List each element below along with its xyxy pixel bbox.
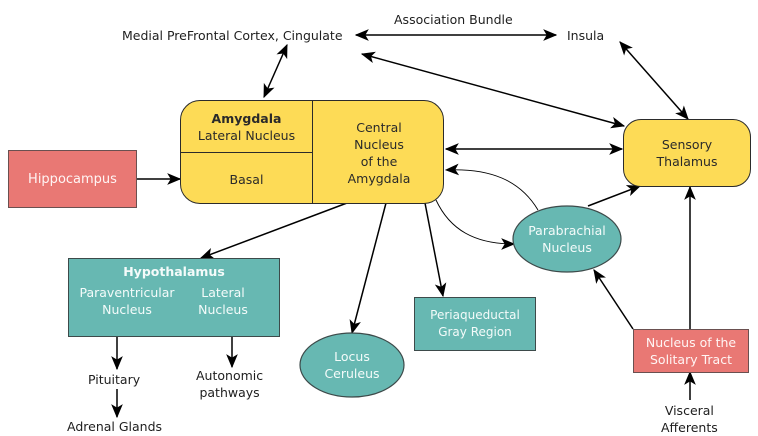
amygdala-node[interactable]: Amygdala Lateral Nucleus Basal Central N… bbox=[180, 100, 444, 204]
lat-line2: Nucleus bbox=[198, 302, 248, 317]
paraventricular-nucleus[interactable]: Paraventricular Nucleus bbox=[71, 282, 183, 320]
pag-line2: Gray Region bbox=[438, 325, 512, 339]
nts-node[interactable]: Nucleus of the Solitary Tract bbox=[633, 329, 749, 373]
hypothalamus-title-cell: Hypothalamus bbox=[69, 262, 279, 280]
visceral-afferents-label[interactable]: Visceral Afferents bbox=[661, 402, 718, 436]
autonomic-line1: Autonomic bbox=[196, 368, 264, 383]
edge-insula-thalamus bbox=[619, 41, 689, 120]
parabrachial-line2: Nucleus bbox=[542, 240, 592, 255]
edge-central-pag bbox=[424, 202, 447, 298]
pag-line1: Periaqueductal bbox=[430, 308, 520, 322]
mpfc-label[interactable]: Medial PreFrontal Cortex, Cingulate bbox=[122, 28, 343, 43]
edge-nts-parabrachial bbox=[593, 269, 634, 330]
edge-mpfc-thalamus bbox=[360, 51, 626, 129]
association-bundle-label: Association Bundle bbox=[394, 12, 513, 27]
amygdala-title: Amygdala bbox=[211, 110, 282, 126]
nts-line2: Solitary Tract bbox=[650, 352, 732, 367]
lateral-hypothalamic-nucleus[interactable]: Lateral Nucleus bbox=[187, 282, 259, 320]
parabrachial-node[interactable]: Parabrachial Nucleus bbox=[513, 206, 621, 272]
edge-central-locus bbox=[349, 202, 387, 335]
central-nucleus-line2: Nucleus bbox=[354, 137, 404, 152]
locus-line2: Ceruleus bbox=[324, 366, 380, 381]
central-nucleus-line1: Central bbox=[356, 120, 402, 135]
hippocampus-label: Hippocampus bbox=[28, 171, 117, 187]
pag-node[interactable]: Periaqueductal Gray Region bbox=[414, 297, 536, 351]
edge-mpfc-amygdala bbox=[263, 43, 288, 99]
hypothalamus-title: Hypothalamus bbox=[123, 263, 225, 279]
amygdala-basal-cell[interactable]: Basal bbox=[181, 153, 313, 203]
sensory-thalamus-line2: Thalamus bbox=[656, 154, 718, 169]
edge-parabrachial-central bbox=[444, 163, 539, 211]
pvn-line2: Nucleus bbox=[102, 302, 152, 317]
pvn-line1: Paraventricular bbox=[79, 285, 175, 300]
amygdala-lateral-label: Lateral Nucleus bbox=[197, 127, 296, 143]
locus-line1: Locus bbox=[334, 349, 370, 364]
edge-amygdala-hypothalamus bbox=[199, 202, 348, 259]
edge-central-parabrachial bbox=[435, 199, 516, 250]
central-nucleus-line3: of the bbox=[360, 154, 398, 169]
edge-parabrachial-thalamus bbox=[587, 185, 642, 207]
lat-line1: Lateral bbox=[201, 285, 245, 300]
hypothalamus-node[interactable]: Hypothalamus Paraventricular Nucleus Lat… bbox=[68, 258, 280, 337]
locus-ceruleus-shape[interactable] bbox=[299, 332, 405, 398]
nts-line1: Nucleus of the bbox=[645, 335, 737, 350]
autonomic-pathways-label[interactable]: Autonomic pathways bbox=[196, 367, 263, 401]
pituitary-label[interactable]: Pituitary bbox=[88, 372, 141, 387]
visceral-line2: Afferents bbox=[661, 420, 718, 435]
locus-ceruleus-node[interactable]: Locus Ceruleus bbox=[300, 333, 404, 397]
parabrachial-line1: Parabrachial bbox=[528, 223, 606, 238]
hippocampus-node[interactable]: Hippocampus bbox=[8, 150, 137, 208]
adrenal-glands-label[interactable]: Adrenal Glands bbox=[67, 419, 163, 434]
central-nucleus-line4: Amygdala bbox=[347, 171, 411, 186]
autonomic-line2: pathways bbox=[199, 385, 260, 400]
insula-label[interactable]: Insula bbox=[567, 28, 605, 43]
amygdala-basal-label: Basal bbox=[229, 171, 264, 187]
visceral-line1: Visceral bbox=[664, 403, 714, 418]
sensory-thalamus-node[interactable]: Sensory Thalamus bbox=[623, 119, 751, 187]
amygdala-lateral-cell[interactable]: Amygdala Lateral Nucleus bbox=[181, 101, 313, 153]
parabrachial-shape[interactable] bbox=[512, 205, 622, 273]
sensory-thalamus-line1: Sensory bbox=[661, 137, 713, 152]
central-nucleus-cell[interactable]: Central Nucleus of the Amygdala bbox=[313, 101, 443, 203]
